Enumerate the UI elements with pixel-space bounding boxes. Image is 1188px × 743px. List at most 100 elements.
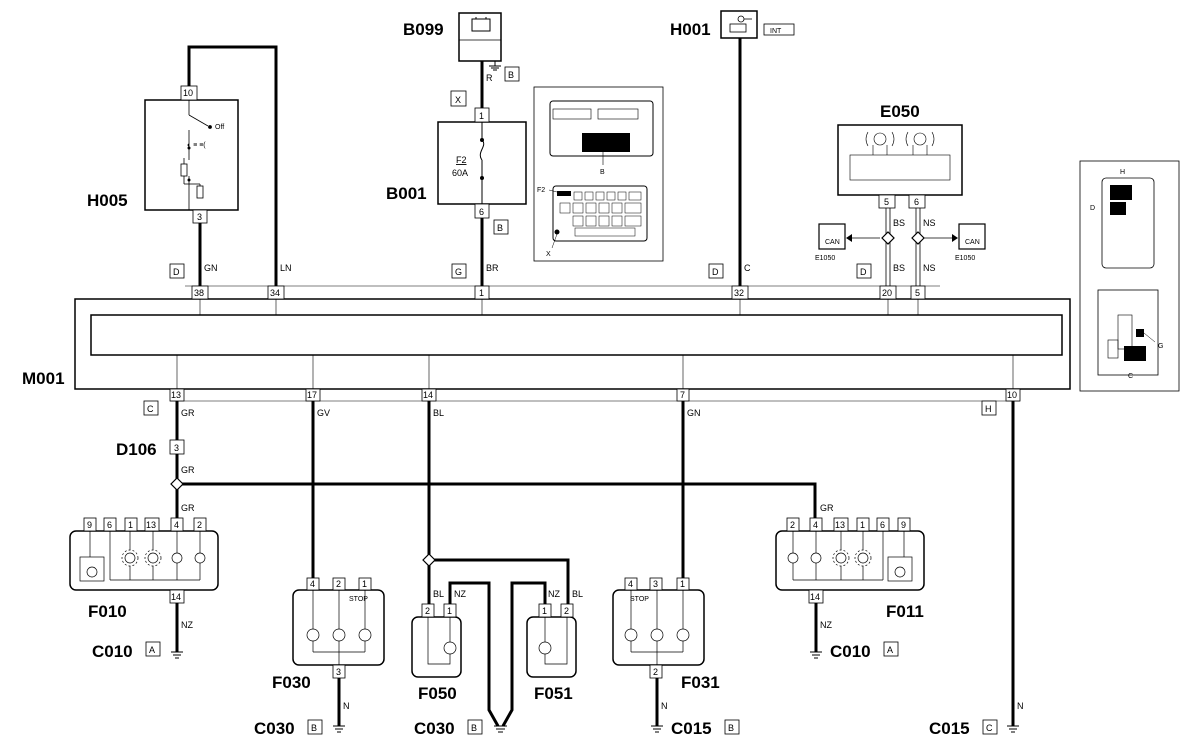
can-text-left: CAN <box>825 239 840 246</box>
b001-tag-x: X <box>455 95 461 105</box>
m001-pin-13: 13 <box>171 390 181 400</box>
f010-label: F010 <box>88 602 127 621</box>
b001-label: B001 <box>386 184 427 203</box>
wire-label-nz-1: NZ <box>181 620 193 630</box>
h005-lamp-icon: ◐ ≡ ≡( <box>187 142 206 149</box>
svg-text:1: 1 <box>447 606 452 616</box>
svg-text:C030: C030 <box>414 719 455 738</box>
wire-label-ns-2: NS <box>923 263 936 273</box>
h001-label: H001 <box>670 20 711 39</box>
inset-label-g: G <box>1158 343 1163 350</box>
wire-nz-f050 <box>448 581 500 727</box>
e1050-left: CAN E1050 <box>815 223 846 262</box>
svg-text:6: 6 <box>880 520 885 530</box>
m001-pin-14: 14 <box>423 390 433 400</box>
m001-inner <box>90 314 1063 356</box>
tag-d-3: D <box>860 267 867 277</box>
f031-label: F031 <box>681 673 720 692</box>
f051-pins: 1 2 <box>538 603 574 618</box>
b099-tag: B <box>508 70 514 80</box>
svg-text:13: 13 <box>146 520 156 530</box>
wire-label-gr-3: GR <box>181 503 195 513</box>
wire-gr-bridge <box>177 482 817 518</box>
h005-off-text: Off <box>215 124 224 131</box>
wire-label-r: R <box>486 73 493 83</box>
e050-pin-5: 5 <box>884 197 889 207</box>
wire-bl-f051 <box>429 558 570 604</box>
tag-g: G <box>455 267 462 277</box>
inset-label-f2: F2 <box>537 187 545 194</box>
wire-label-gr-2: GR <box>181 465 195 475</box>
svg-text:2: 2 <box>790 520 795 530</box>
inset-label-d: D <box>1090 205 1095 212</box>
svg-text:A: A <box>887 645 893 655</box>
inset-label-c: C <box>1128 373 1133 380</box>
svg-text:C010: C010 <box>92 642 133 661</box>
b099-box <box>458 12 502 62</box>
f030-pins: 4 2 1 <box>306 577 372 591</box>
f030-lamps-icon <box>306 590 372 665</box>
wire-label-ln: LN <box>280 263 292 273</box>
wire-label-gn-2: GN <box>687 408 701 418</box>
inset-label-h: H <box>1120 169 1125 176</box>
e1050-right: CAN E1050 <box>955 223 986 262</box>
ground-icon <box>489 65 501 71</box>
f011-lamps-icon <box>787 531 913 582</box>
f050-pins: 2 1 <box>421 603 457 618</box>
ground-c010-left: C010 A <box>92 641 161 661</box>
wire-label-gr-4: GR <box>820 503 834 513</box>
svg-text:1: 1 <box>680 579 685 589</box>
f050-label: F050 <box>418 684 457 703</box>
ground-c010-right: C010 A <box>830 641 899 661</box>
svg-text:4: 4 <box>628 579 633 589</box>
svg-text:A: A <box>149 645 155 655</box>
junction-gr <box>170 477 184 491</box>
f011-pin-14: 14 <box>810 592 820 602</box>
f031-lamps-icon <box>624 590 690 665</box>
ground-c030-left: C030 B <box>254 719 323 738</box>
f010-pin-14: 14 <box>171 592 181 602</box>
wire-label-bs-1: BS <box>893 218 905 228</box>
wire-label-nz-2: NZ <box>820 620 832 630</box>
f030-pin-3: 3 <box>336 667 341 677</box>
m001-pin-34: 34 <box>270 288 280 298</box>
e050-label: E050 <box>880 102 920 121</box>
can-node-bs <box>881 231 895 245</box>
ground-c015-b: C015 B <box>671 719 740 738</box>
f030-label: F030 <box>272 673 311 692</box>
wire-label-n-4: N <box>1017 701 1024 711</box>
b001-pin-1: 1 <box>479 111 484 121</box>
b001-fuse-rating: 60A <box>452 168 468 178</box>
f011-label: F011 <box>886 602 924 621</box>
f030-box <box>292 589 385 666</box>
fuse-icon <box>479 122 485 204</box>
key-icon <box>729 15 752 33</box>
svg-text:4: 4 <box>813 520 818 530</box>
wire-label-nz-4: NZ <box>548 589 560 599</box>
m001-pin-1: 1 <box>479 288 484 298</box>
m001-top-pins: 38 34 1 32 20 5 <box>191 285 926 300</box>
f051-box <box>526 616 577 678</box>
f011-pins: 2 4 13 1 6 9 <box>786 517 911 532</box>
h005-pin-3: 3 <box>197 212 202 222</box>
wire-label-ns-1: NS <box>923 218 936 228</box>
e050-pin-6: 6 <box>914 197 919 207</box>
svg-text:3: 3 <box>653 579 658 589</box>
e1050-label-right: E1050 <box>955 255 975 262</box>
svg-text:1: 1 <box>128 520 133 530</box>
h005-switch-icon <box>180 100 212 210</box>
svg-text:2: 2 <box>336 579 341 589</box>
svg-text:C010: C010 <box>830 642 871 661</box>
can-text-right: CAN <box>965 239 980 246</box>
d106-pin: 3 <box>174 443 179 453</box>
m001-pin-7: 7 <box>680 390 685 400</box>
inset-label-b: B <box>600 169 605 176</box>
f010-pins: 9 6 1 13 4 2 <box>83 517 207 532</box>
m001-box <box>74 298 1071 390</box>
ground-c015-c: C015 C <box>929 719 998 738</box>
svg-text:2: 2 <box>425 606 430 616</box>
f010-box <box>69 530 219 591</box>
f031-pin-2: 2 <box>653 667 658 677</box>
b001-tag-b: B <box>497 223 503 233</box>
